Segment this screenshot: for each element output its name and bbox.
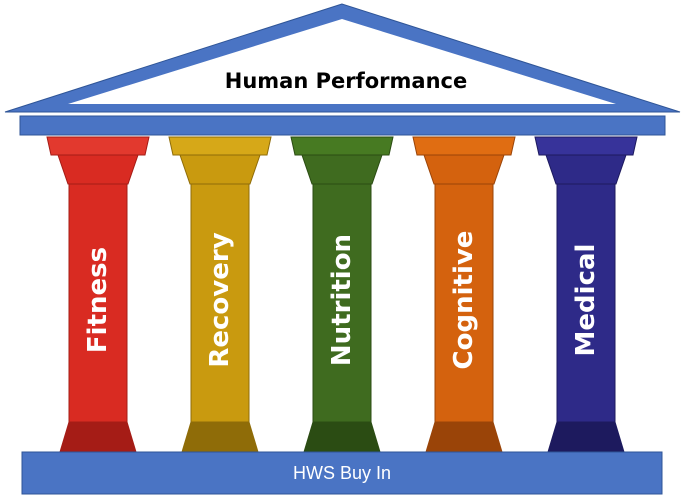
- architrave: [19, 115, 666, 136]
- pillar-shaft: [434, 183, 494, 423]
- pillar-capital: [301, 154, 383, 185]
- pillar-label: Nutrition: [327, 234, 357, 366]
- pillars: Fitness Recovery Nutrition Cognitive Medical: [46, 136, 638, 453]
- pillar-capital: [423, 154, 505, 185]
- pillar-cap: [168, 136, 272, 156]
- pillar-cap: [412, 136, 516, 156]
- pillar-base: [303, 421, 381, 453]
- roof-title: Human Performance: [225, 69, 467, 93]
- pillar-fitness: Fitness: [46, 136, 150, 453]
- pillar-capital: [57, 154, 139, 185]
- pillar-cognitive: Cognitive: [412, 136, 516, 453]
- base-label: HWS Buy In: [293, 463, 391, 483]
- pillar-capital: [179, 154, 261, 185]
- pillar-recovery: Recovery: [168, 136, 272, 453]
- pillar-base: [181, 421, 259, 453]
- pillar-label: Recovery: [205, 232, 235, 367]
- base: HWS Buy In: [21, 451, 663, 495]
- pillar-base: [59, 421, 137, 453]
- pillar-base: [547, 421, 625, 453]
- roof: Human Performance: [4, 3, 681, 113]
- pillar-medical: Medical: [534, 136, 638, 453]
- pillar-label: Medical: [571, 244, 601, 357]
- roof-inner: [68, 19, 616, 104]
- pillar-shaft: [312, 183, 372, 423]
- pillar-nutrition: Nutrition: [290, 136, 394, 453]
- pillar-shaft: [190, 183, 250, 423]
- pillar-label: Cognitive: [449, 231, 479, 370]
- pillar-label: Fitness: [83, 247, 113, 353]
- pillar-capital: [545, 154, 627, 185]
- pillar-cap: [46, 136, 150, 156]
- pillar-cap: [534, 136, 638, 156]
- pillar-shaft: [68, 183, 128, 423]
- base-slab: [21, 451, 663, 495]
- pillar-base: [425, 421, 503, 453]
- pillar-cap: [290, 136, 394, 156]
